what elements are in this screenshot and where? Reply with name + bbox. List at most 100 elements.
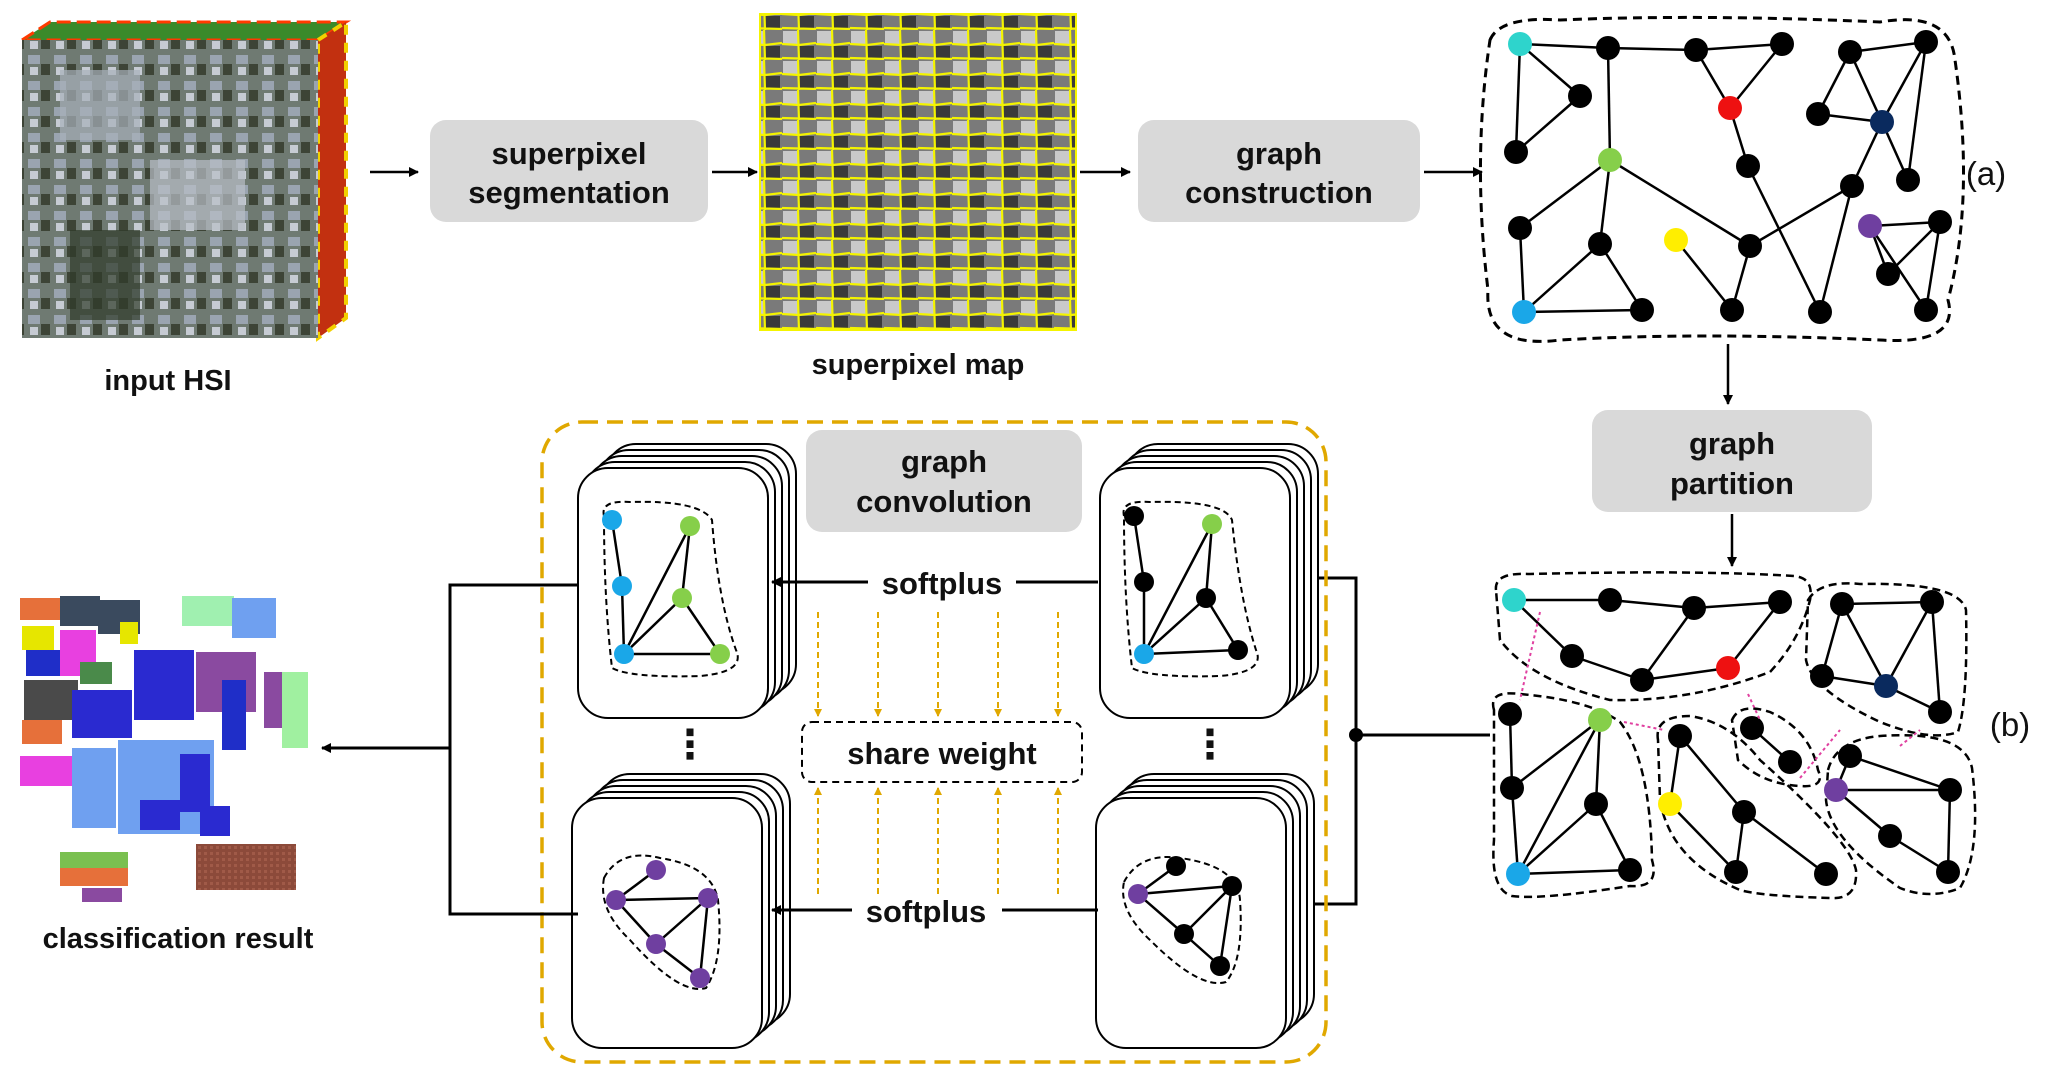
graph-a-edge bbox=[1606, 47, 1612, 161]
graph-a-node bbox=[1914, 30, 1938, 54]
graph-b-edge bbox=[1513, 599, 1573, 657]
graph-b-edge bbox=[1517, 803, 1597, 875]
graph-b-node bbox=[1724, 860, 1748, 884]
graph-a-node bbox=[1718, 96, 1742, 120]
graph-b-node bbox=[1584, 792, 1608, 816]
graph-b-edge bbox=[1727, 601, 1781, 669]
class-region bbox=[24, 680, 78, 720]
mini-graph-lower-right-node bbox=[1210, 956, 1230, 976]
graph-b-node bbox=[1778, 750, 1802, 774]
classification-caption: classification result bbox=[43, 923, 314, 955]
graph-b-edge bbox=[1820, 603, 1844, 677]
graph-b-node bbox=[1878, 824, 1902, 848]
feature-map-stack bbox=[1095, 773, 1315, 1049]
hyperspectral-cube-icon bbox=[16, 18, 352, 342]
graph-b-edge bbox=[1946, 789, 1952, 873]
ellipsis-right: ⋮ bbox=[1190, 723, 1230, 767]
mini-graph-upper-left-edge bbox=[622, 525, 692, 655]
mini-graph-lower-right-node bbox=[1128, 884, 1148, 904]
graph-a-edge bbox=[1887, 221, 1941, 275]
graph-a-edge bbox=[1519, 42, 1609, 50]
graph-b-edge bbox=[1594, 719, 1602, 805]
graph-a-edge bbox=[1523, 308, 1643, 314]
graph-b-node bbox=[1716, 656, 1740, 680]
graph-b-node bbox=[1920, 590, 1944, 614]
graph-b-node bbox=[1928, 700, 1952, 724]
graph-convolution-block bbox=[540, 420, 1328, 1064]
graph-b-node bbox=[1830, 592, 1854, 616]
graph-b-node bbox=[1668, 724, 1692, 748]
partition-cut-edge bbox=[1799, 729, 1841, 779]
class-region bbox=[120, 622, 138, 644]
graph-b-node bbox=[1618, 858, 1642, 882]
graph-a-node bbox=[1630, 298, 1654, 322]
superpixel-segmentation-line1: superpixel bbox=[491, 136, 646, 171]
graph-b-node bbox=[1682, 596, 1706, 620]
graph-a-node bbox=[1508, 32, 1532, 56]
mini-graph-lower-left-boundary bbox=[602, 854, 721, 990]
mini-graph-upper-left-edge bbox=[610, 519, 624, 587]
feature-map-stack bbox=[571, 773, 791, 1049]
mini-graph-upper-left-node bbox=[680, 516, 700, 536]
class-region bbox=[26, 650, 66, 676]
mini-graph-upper-right-edge bbox=[1142, 523, 1214, 655]
mini-graph-lower-left-edge bbox=[698, 897, 710, 979]
graph-a-boundary bbox=[1479, 15, 1966, 343]
graph-convolution-line1: graph bbox=[901, 444, 987, 479]
graph-b-node bbox=[1588, 708, 1612, 732]
mini-graph-upper-left-edge bbox=[620, 585, 626, 655]
graph-a-node bbox=[1876, 262, 1900, 286]
mini-graph-upper-right-node bbox=[1124, 506, 1144, 526]
mini-graph-upper-right-edge bbox=[1143, 648, 1239, 656]
mini-graph-upper-left-node bbox=[602, 510, 622, 530]
class-region bbox=[282, 672, 308, 748]
class-region bbox=[232, 598, 276, 638]
mini-graph-upper-right-edge bbox=[1204, 523, 1214, 599]
mini-graph-upper-left-boundary bbox=[602, 500, 739, 678]
mini-graph-lower-right-edge bbox=[1183, 885, 1233, 935]
connector-junction-lower bbox=[1300, 735, 1358, 906]
superpixel-map-caption: superpixel map bbox=[812, 349, 1025, 381]
softplus-label-upper: softplus bbox=[882, 566, 1003, 601]
graph-b-edge bbox=[1841, 600, 1933, 606]
graph-convolution-box bbox=[806, 430, 1082, 532]
graph-a-edge bbox=[1607, 46, 1697, 52]
mini-graph-upper-left-node bbox=[710, 644, 730, 664]
class-region bbox=[60, 852, 128, 870]
graph-b-edge bbox=[1594, 803, 1632, 871]
graph-construction-line2: construction bbox=[1185, 175, 1373, 210]
graph-a-edge bbox=[1848, 51, 1884, 123]
graph-b-node bbox=[1810, 664, 1834, 688]
partition-cut-edge bbox=[1747, 693, 1761, 721]
graph-b-node bbox=[1814, 862, 1838, 886]
class-region bbox=[22, 720, 62, 744]
graph-a-node bbox=[1738, 234, 1762, 258]
graph-a-edge bbox=[1849, 40, 1927, 54]
mini-graph-upper-right-node bbox=[1228, 640, 1248, 660]
graph-a-edge bbox=[1749, 184, 1853, 248]
graph-a-edge bbox=[1598, 243, 1644, 311]
graph-b-node bbox=[1838, 744, 1862, 768]
graph-partition-box bbox=[1592, 410, 1872, 512]
graph-b-edge bbox=[1508, 713, 1514, 789]
graph-a-node bbox=[1596, 36, 1620, 60]
graph-a-node bbox=[1508, 216, 1532, 240]
graph-a-edge bbox=[1818, 185, 1854, 313]
mini-graph-upper-right-edge bbox=[1132, 515, 1146, 583]
graph-partition-line1: graph bbox=[1689, 426, 1775, 461]
class-region bbox=[222, 680, 246, 750]
subgraph-boundary-3 bbox=[1491, 692, 1655, 899]
class-region bbox=[82, 888, 122, 902]
graph-a-node bbox=[1770, 32, 1794, 56]
share-weight-box bbox=[801, 721, 1083, 783]
graph-b-edge bbox=[1609, 598, 1695, 610]
mini-graph-lower-left-node bbox=[646, 934, 666, 954]
graph-b-edge bbox=[1641, 666, 1729, 682]
graph-a-node bbox=[1840, 174, 1864, 198]
feature-map-layer bbox=[571, 797, 763, 1049]
connector-upper-to-output bbox=[448, 583, 578, 916]
graph-a-node bbox=[1870, 110, 1894, 134]
subgraph-boundary-1 bbox=[1494, 571, 1812, 702]
class-region bbox=[60, 868, 128, 886]
graph-b-node bbox=[1740, 716, 1764, 740]
